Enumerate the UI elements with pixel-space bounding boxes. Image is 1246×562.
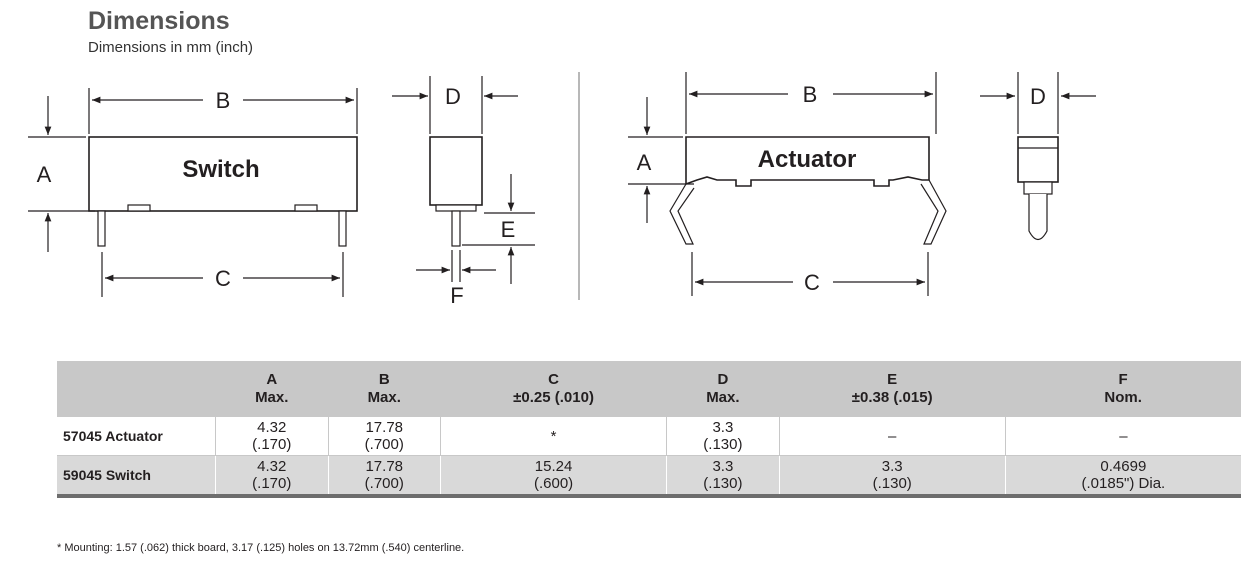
actuator-dim-a: A xyxy=(637,150,652,175)
actuator-front-view xyxy=(628,72,947,296)
actuator-dim-b: B xyxy=(803,82,818,107)
dimension-drawing: Switch Actuator B A C D E F B A C D xyxy=(28,72,1096,308)
column-note: Nom. xyxy=(1104,389,1142,406)
switch-front-view xyxy=(28,88,358,297)
table-cell: 3.3(.130) xyxy=(666,417,780,456)
switch-dim-b: B xyxy=(216,88,231,113)
column-note: Max. xyxy=(255,389,289,406)
row-name: 59045 Switch xyxy=(57,455,216,498)
cell-value: 15.24 xyxy=(534,458,573,475)
cell-value: 4.32 xyxy=(257,458,287,475)
cell-value-inch: (.130) xyxy=(703,475,743,492)
page-title: Dimensions xyxy=(88,7,230,35)
cell-value: 3.3 xyxy=(712,419,734,436)
cell-value-inch: (.130) xyxy=(703,436,743,453)
actuator-dim-c: C xyxy=(804,270,820,295)
table-cell: 4.32(.170) xyxy=(215,455,328,498)
actuator-dim-d: D xyxy=(1030,84,1046,109)
column-note: ±0.25 (.010) xyxy=(513,389,594,406)
table-cell: 0.4699(.0185") Dia. xyxy=(1004,455,1241,498)
switch-dim-a: A xyxy=(37,162,52,187)
switch-dim-e: E xyxy=(501,217,516,242)
table-cell: * xyxy=(439,417,667,456)
table-cell: 3.3(.130) xyxy=(778,455,1006,498)
row-name: 57045 Actuator xyxy=(57,417,216,456)
cell-value-inch: (.130) xyxy=(872,475,912,492)
column-letter: B xyxy=(378,371,390,388)
table-cell: 3.3(.130) xyxy=(666,455,780,498)
actuator-label: Actuator xyxy=(758,146,857,173)
cell-value-inch: (.0185") Dia. xyxy=(1081,475,1166,492)
column-header: E±0.38 (.015) xyxy=(779,361,1006,417)
cell-value-inch: (.170) xyxy=(252,436,292,453)
cell-value: – xyxy=(888,427,897,445)
column-letter: C xyxy=(548,371,559,388)
column-letter: F xyxy=(1118,371,1128,388)
column-letter: A xyxy=(266,371,278,388)
cell-value: 3.3 xyxy=(712,458,734,475)
table-row: 57045 Actuator 4.32(.170) 17.78(.700) * … xyxy=(57,417,1241,456)
column-note: ±0.38 (.015) xyxy=(851,389,933,406)
table-cell: – xyxy=(1004,417,1241,456)
column-note: Max. xyxy=(706,389,740,406)
table-cell: 4.32(.170) xyxy=(215,417,328,456)
cell-value: 0.4699 xyxy=(1100,458,1147,475)
column-letter: D xyxy=(717,371,729,388)
switch-dim-f: F xyxy=(450,283,463,308)
cell-value-inch: (.700) xyxy=(364,475,404,492)
switch-dim-c: C xyxy=(215,266,231,291)
column-note: Max. xyxy=(367,389,401,406)
table-cell: – xyxy=(778,417,1006,456)
switch-label: Switch xyxy=(182,156,259,183)
table-row: 59045 Switch 4.32(.170) 17.78(.700) 15.2… xyxy=(57,455,1241,498)
switch-side-view xyxy=(392,76,535,284)
cell-value: 17.78 xyxy=(365,458,404,475)
cell-value-inch: (.700) xyxy=(364,436,404,453)
cell-value: 3.3 xyxy=(881,458,903,475)
table-cell: 15.24(.600) xyxy=(439,455,667,498)
cell-value: * xyxy=(550,427,557,445)
page-subtitle: Dimensions in mm (inch) xyxy=(88,39,254,56)
column-header: C±0.25 (.010) xyxy=(440,361,667,417)
actuator-side-view xyxy=(980,72,1096,241)
column-header xyxy=(57,361,216,417)
cell-value: 17.78 xyxy=(365,419,404,436)
cell-value: – xyxy=(1119,427,1128,445)
table-cell: 17.78(.700) xyxy=(327,455,441,498)
footnote: * Mounting: 1.57 (.062) thick board, 3.1… xyxy=(57,542,465,554)
table-cell: 17.78(.700) xyxy=(327,417,441,456)
cell-value: 4.32 xyxy=(257,419,287,436)
column-letter: E xyxy=(887,371,898,388)
cell-value-inch: (.600) xyxy=(533,475,574,492)
cell-value-inch: (.170) xyxy=(252,475,292,492)
switch-dim-d: D xyxy=(445,84,461,109)
